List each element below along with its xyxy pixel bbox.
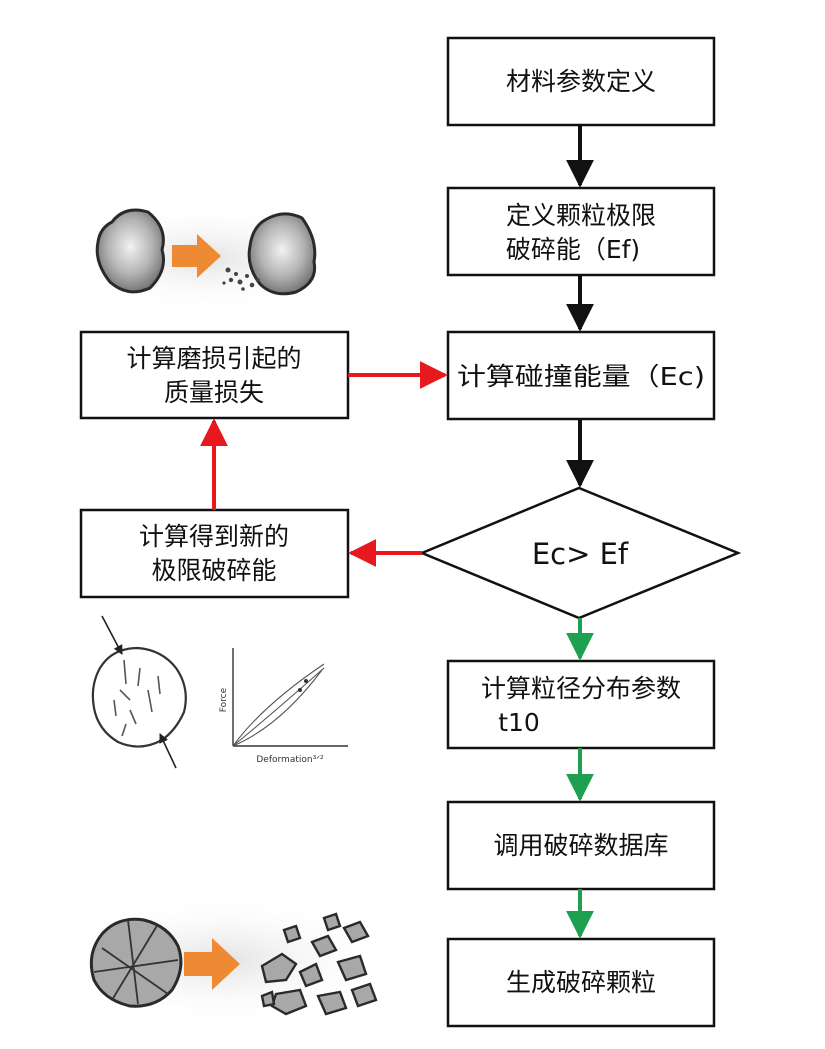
orange-arrow-icon — [184, 938, 240, 990]
node-label: 生成破碎颗粒 — [506, 968, 656, 997]
node-label: 极限破碎能 — [151, 556, 276, 585]
breakage-illustration — [75, 900, 378, 1020]
rock-icon — [89, 917, 183, 1008]
node-label: t10 — [498, 708, 540, 737]
fragments — [260, 912, 378, 1016]
node-calc-new-ef: 计算得到新的 极限破碎能 — [79, 508, 350, 599]
crack-lines — [113, 659, 161, 737]
graph-curves — [232, 663, 325, 747]
node-label: 材料参数定义 — [506, 67, 656, 96]
node-define-ef: 定义颗粒极限 破碎能（Ef) — [446, 186, 716, 277]
rock-icon — [247, 212, 317, 296]
crack-lines — [93, 919, 179, 1005]
force-arrow-icon — [159, 733, 177, 769]
rock-icon — [95, 208, 165, 294]
node-label: 计算粒径分布参数 — [481, 674, 681, 703]
node-label: 计算碰撞能量（Ec) — [457, 362, 705, 391]
particle-outline — [91, 646, 187, 748]
force-arrow-icon — [101, 615, 123, 655]
node-label: 计算得到新的 — [139, 522, 289, 551]
node-label: 定义颗粒极限 — [506, 201, 656, 230]
node-calc-t10: 计算粒径分布参数 t10 — [446, 659, 716, 750]
node-label: 破碎能（Ef) — [506, 235, 640, 264]
node-material-def: 材料参数定义 — [446, 36, 716, 127]
fracture-illustration — [91, 615, 187, 769]
orange-arrow-icon — [172, 234, 221, 278]
node-label: 计算磨损引起的 — [126, 344, 301, 373]
abrasion-illustration — [75, 208, 335, 308]
node-call-db: 调用破碎数据库 — [446, 800, 716, 891]
node-gen-particles: 生成破碎颗粒 — [446, 937, 716, 1028]
force-deformation-graph: Force Deformation³ᐟ² — [219, 648, 348, 765]
fragment-dots — [222, 267, 260, 291]
decision-label: Ec> Ef — [532, 537, 629, 571]
node-calc-wear: 计算磨损引起的 质量损失 — [79, 330, 350, 420]
graph-xlabel: Deformation³ᐟ² — [256, 755, 324, 765]
node-calc-ec: 计算碰撞能量（Ec) — [446, 330, 716, 421]
graph-ylabel: Force — [219, 687, 229, 712]
node-label: 质量损失 — [164, 378, 264, 407]
node-label: 调用破碎数据库 — [493, 831, 668, 860]
node-decision: Ec> Ef — [418, 486, 742, 620]
